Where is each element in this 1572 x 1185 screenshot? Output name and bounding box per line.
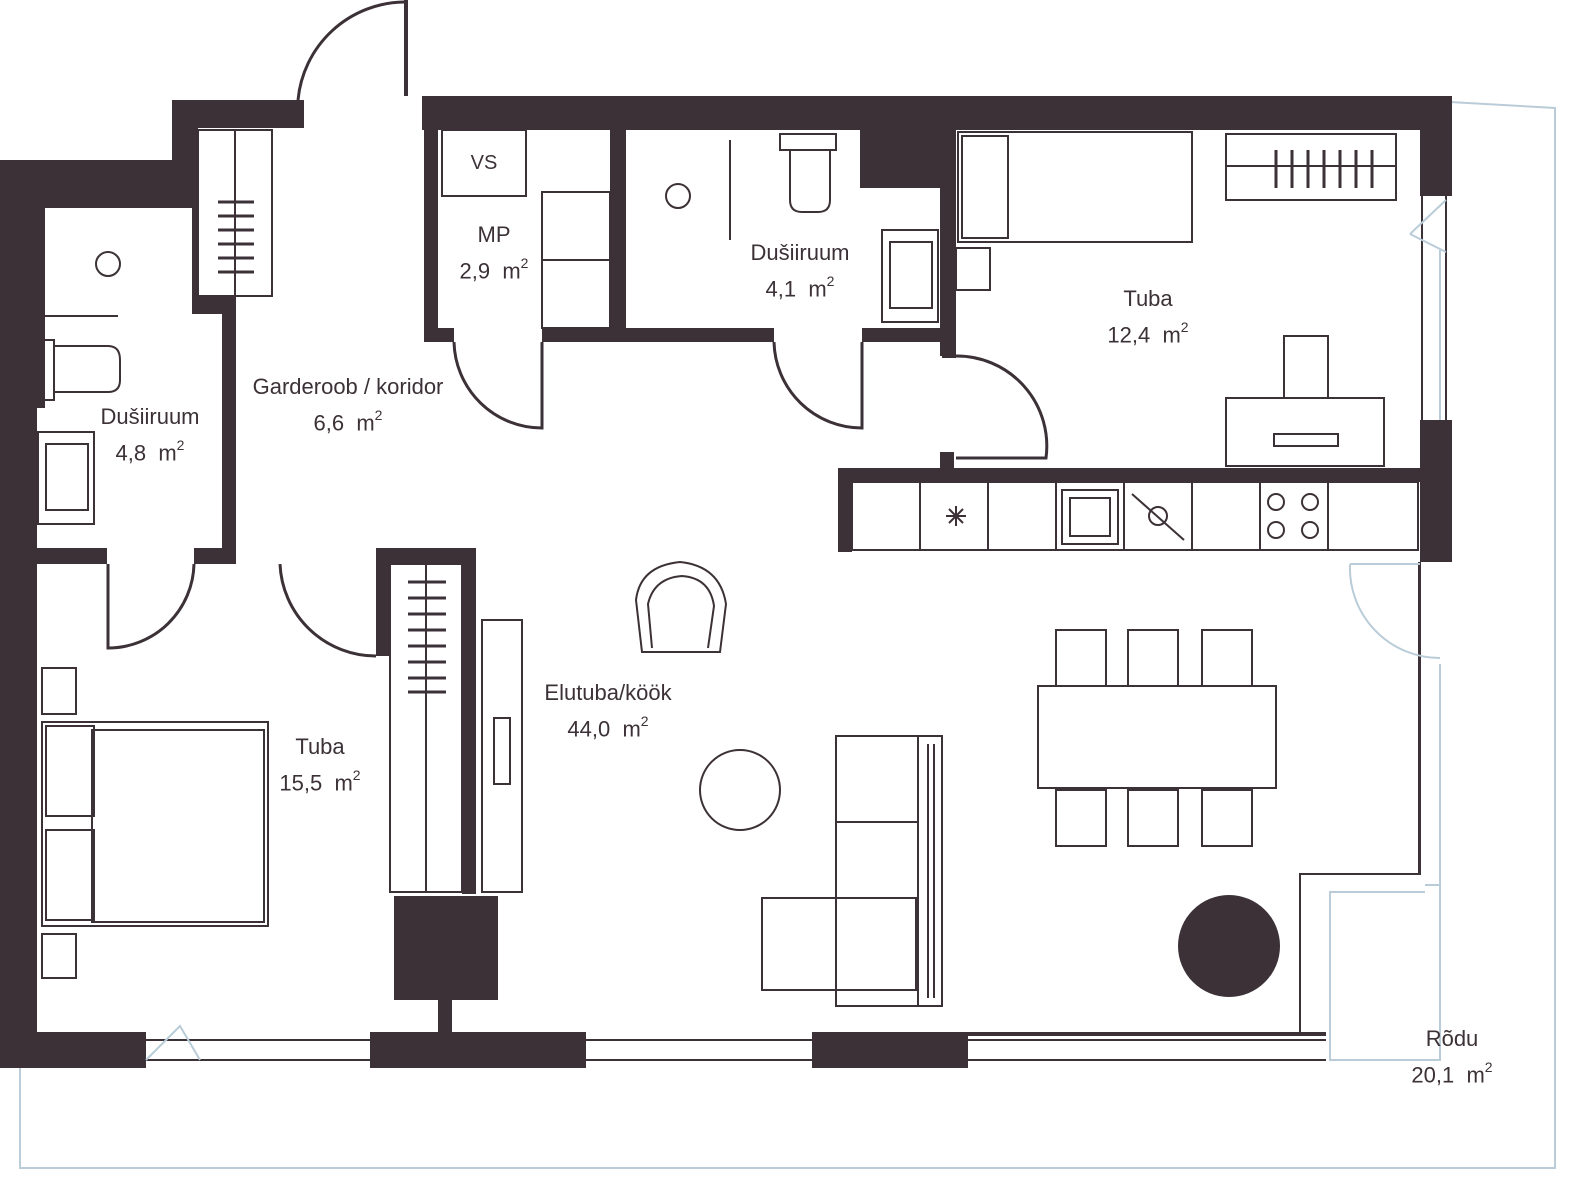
furniture — [37, 129, 1419, 1007]
room-name: Dušiiruum — [100, 404, 200, 429]
room-label-elutuba: Elutuba/köök 44,0 m2 — [544, 678, 671, 744]
room-name: Rõdu — [1425, 1026, 1479, 1051]
room-label-mp: MP 2,9 m2 — [460, 220, 529, 286]
room-area: 20,1 m2 — [1411, 1059, 1493, 1088]
walls — [0, 0, 1452, 1068]
room-area: 2,9 m2 — [459, 255, 529, 284]
wardrobe-hangers — [218, 150, 1374, 694]
room-label-dusiruum-1: Dušiiruum 4,8 m2 — [100, 402, 199, 468]
toilet-room-code: VS — [470, 152, 498, 174]
room-name: MP — [477, 222, 511, 247]
room-label-garderoob: Garderoob / koridor 6,6 m2 — [253, 372, 444, 438]
room-area: 12,4 m2 — [1107, 319, 1189, 348]
doors — [106, 0, 1049, 658]
room-area: 4,8 m2 — [115, 437, 185, 466]
room-area: 15,5 m2 — [279, 767, 361, 796]
room-label-tuba-2: Tuba 15,5 m2 — [279, 732, 360, 798]
room-area: 6,6 m2 — [313, 407, 383, 436]
room-name: Elutuba/köök — [544, 680, 672, 705]
interior-lines — [45, 140, 1447, 1061]
room-name: Dušiiruum — [750, 240, 850, 265]
window-doors — [145, 199, 1447, 1061]
room-label-rodu: Rõdu 20,1 m2 — [1411, 1024, 1492, 1090]
room-name: Garderoob / koridor — [252, 374, 444, 399]
room-area: 4,1 m2 — [765, 273, 835, 302]
room-label-tuba-1: Tuba 12,4 m2 — [1107, 284, 1188, 350]
balcony-outline — [19, 101, 1556, 1169]
room-name: Tuba — [1123, 286, 1173, 311]
room-name: Tuba — [295, 734, 345, 759]
room-label-dusiruum-2: Dušiiruum 4,1 m2 — [750, 238, 849, 304]
room-area: 44,0 m2 — [567, 713, 649, 742]
